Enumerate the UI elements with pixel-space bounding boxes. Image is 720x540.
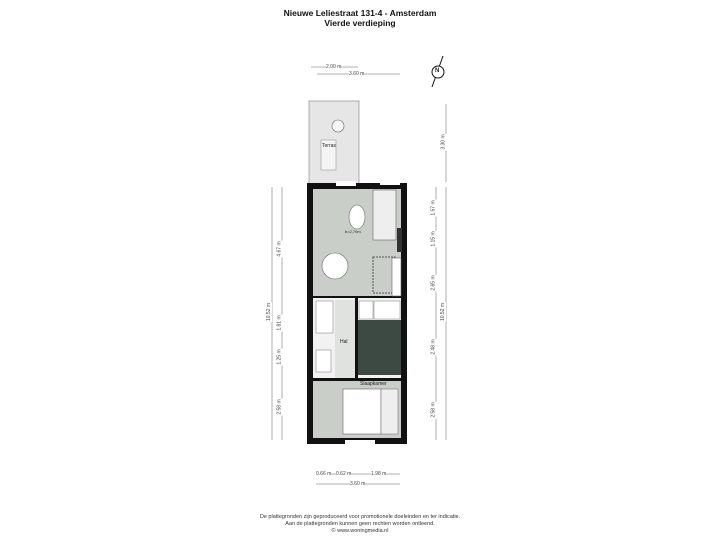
dim-bottom-total: 3.60 m bbox=[350, 481, 366, 487]
kitchen-counter bbox=[391, 257, 402, 297]
dim-right-2: 1.57 m bbox=[430, 199, 437, 217]
compass-icon bbox=[431, 55, 445, 88]
dim-left-4: 2.58 m bbox=[276, 398, 283, 416]
dining-table bbox=[321, 252, 349, 280]
window-bedroom bbox=[345, 440, 375, 444]
dim-left-3: 1.25 m bbox=[276, 348, 283, 366]
living-height-label: b=2,70m bbox=[345, 229, 361, 234]
bed bbox=[342, 388, 382, 435]
stairs bbox=[315, 300, 334, 334]
sofa bbox=[372, 189, 397, 241]
window-living bbox=[380, 181, 400, 185]
dim-right-1: 3.30 m bbox=[440, 133, 447, 151]
room-label-terrace: Terras bbox=[322, 143, 336, 149]
bathroom-floor bbox=[358, 320, 401, 375]
dim-bottom-2: 0.62 m bbox=[336, 471, 352, 477]
room-label-bedroom: Slaapkamer bbox=[360, 381, 387, 387]
terrace-table bbox=[331, 119, 345, 133]
dim-right-3: 1.15 m bbox=[430, 230, 437, 248]
washing-machine bbox=[373, 300, 401, 320]
page-title: Nieuwe Leliestraat 131-4 - Amsterdam bbox=[283, 8, 437, 18]
lounge-chair bbox=[320, 139, 337, 171]
copyright-link[interactable]: © www.woningmedia.nl bbox=[331, 528, 389, 534]
dim-left-1: 4.67 m bbox=[276, 240, 283, 258]
wardrobe bbox=[380, 388, 399, 435]
wall-cabinet bbox=[397, 228, 402, 252]
disclaimer-line-1: De plattegronden zijn geproduceerd voor … bbox=[259, 514, 461, 520]
dim-right-total: 10.52 m bbox=[440, 301, 447, 323]
dim-right-4: 2.65 m bbox=[430, 274, 437, 292]
dim-bottom-3: 1.98 m bbox=[371, 471, 387, 477]
dim-right-5: 2.48 m bbox=[430, 338, 437, 356]
dim-left-total: 10.52 m bbox=[266, 301, 273, 323]
room-label-hall: Hal bbox=[340, 339, 348, 345]
disclaimer-line-2: Aan de plattegronden kunnen geen rechten… bbox=[285, 521, 435, 527]
toilet bbox=[358, 300, 374, 320]
closet bbox=[315, 349, 332, 373]
dim-top-1: 2.00 m bbox=[326, 64, 342, 70]
dim-left-2: 1.81 m bbox=[276, 314, 283, 332]
terrace-door bbox=[336, 181, 356, 186]
dim-right-6: 2.58 m bbox=[430, 401, 437, 419]
hall-floor bbox=[335, 300, 355, 378]
coffee-table bbox=[348, 204, 366, 230]
dim-top-2: 3.60 m bbox=[349, 71, 365, 77]
dim-bottom-1: 0.66 m bbox=[316, 471, 332, 477]
compass-label: N bbox=[435, 68, 440, 74]
page-subtitle: Vierde verdieping bbox=[324, 18, 396, 28]
